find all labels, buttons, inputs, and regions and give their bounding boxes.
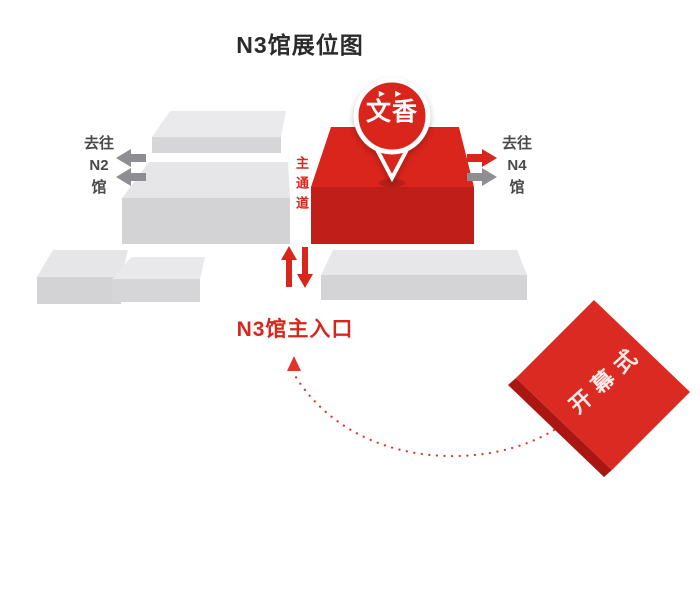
block-front-face (122, 198, 290, 244)
to-n4-line: 馆 (509, 178, 525, 196)
to-n2-line: 去往 (83, 135, 114, 152)
block-top-face (37, 250, 128, 277)
to-n2-label: 去往 N2 馆 (82, 133, 116, 198)
location-pin-icon (353, 77, 431, 187)
block-top-face (321, 250, 527, 275)
block-front-face (152, 137, 281, 153)
to-n2-line: N2 (89, 156, 109, 174)
block-top-face (122, 162, 290, 198)
booth-block-bottomleft (37, 250, 205, 304)
pin-shadow (379, 179, 405, 187)
booth-block-topleft-lower (122, 162, 290, 244)
block-front-face (321, 275, 527, 300)
ceremony-top-face (516, 300, 690, 470)
to-n4-line: 去往 (501, 135, 532, 152)
block-front-face (37, 277, 121, 304)
booth-block-bottomright (321, 250, 527, 300)
route-arrowhead-icon (287, 356, 301, 371)
block-top-face (152, 111, 286, 137)
route-path (292, 372, 556, 458)
main-aisle-label: 主通道 (294, 156, 309, 216)
logo-triangles-icon: ▶ ▶ (378, 89, 406, 98)
right-arrow-icon (467, 168, 497, 186)
down-arrow-icon (297, 247, 313, 288)
up-arrow-icon (281, 246, 297, 287)
booth-block-topleft-upper (152, 111, 286, 153)
entrance-arrows-icon (281, 246, 313, 288)
page-title: N3馆展位图 (236, 32, 364, 58)
pin-head (353, 77, 431, 155)
right-arrow-icon (467, 149, 497, 167)
ceremony-side-face (508, 378, 612, 477)
to-n4-arrows-icon (467, 149, 497, 186)
block-front-face (311, 187, 474, 244)
to-n4-label: 去往 N4 馆 (500, 133, 534, 198)
route-dotted-arrow (287, 356, 556, 458)
brand-logo: ▶ ▶ 文香 (356, 89, 428, 126)
ceremony-area (508, 300, 690, 477)
left-arrow-icon (116, 149, 146, 167)
left-arrow-icon (116, 168, 146, 186)
block-top-face (112, 257, 205, 279)
entrance-label: N3馆主入口 (236, 318, 354, 341)
to-n4-line: N4 (507, 156, 527, 174)
block-front-face (112, 279, 200, 302)
to-n2-line: 馆 (91, 178, 107, 196)
to-n2-arrows-icon (116, 149, 146, 186)
logo-text: 文香 (365, 97, 418, 126)
